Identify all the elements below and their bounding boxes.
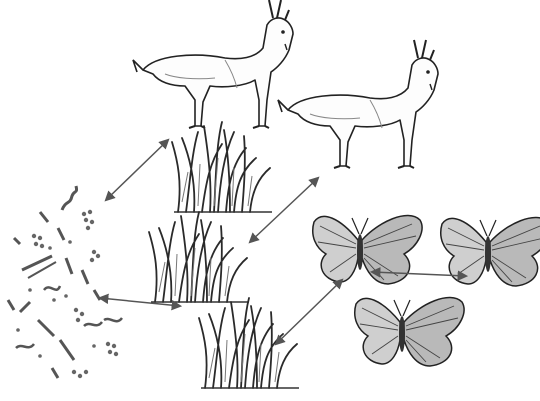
arrow-grass-goat xyxy=(250,178,318,242)
grass-tuft-icon xyxy=(172,122,272,212)
butterfly-icon xyxy=(355,298,464,366)
goat-icon xyxy=(133,0,293,128)
arrow-microbes-goat xyxy=(106,140,168,200)
grass-tuft-icon xyxy=(149,212,249,302)
microorganisms-cluster xyxy=(8,186,122,378)
grass-tuft-icon xyxy=(199,298,299,388)
arrow-grass-butterfly xyxy=(276,280,342,344)
goat-icon xyxy=(278,40,438,168)
